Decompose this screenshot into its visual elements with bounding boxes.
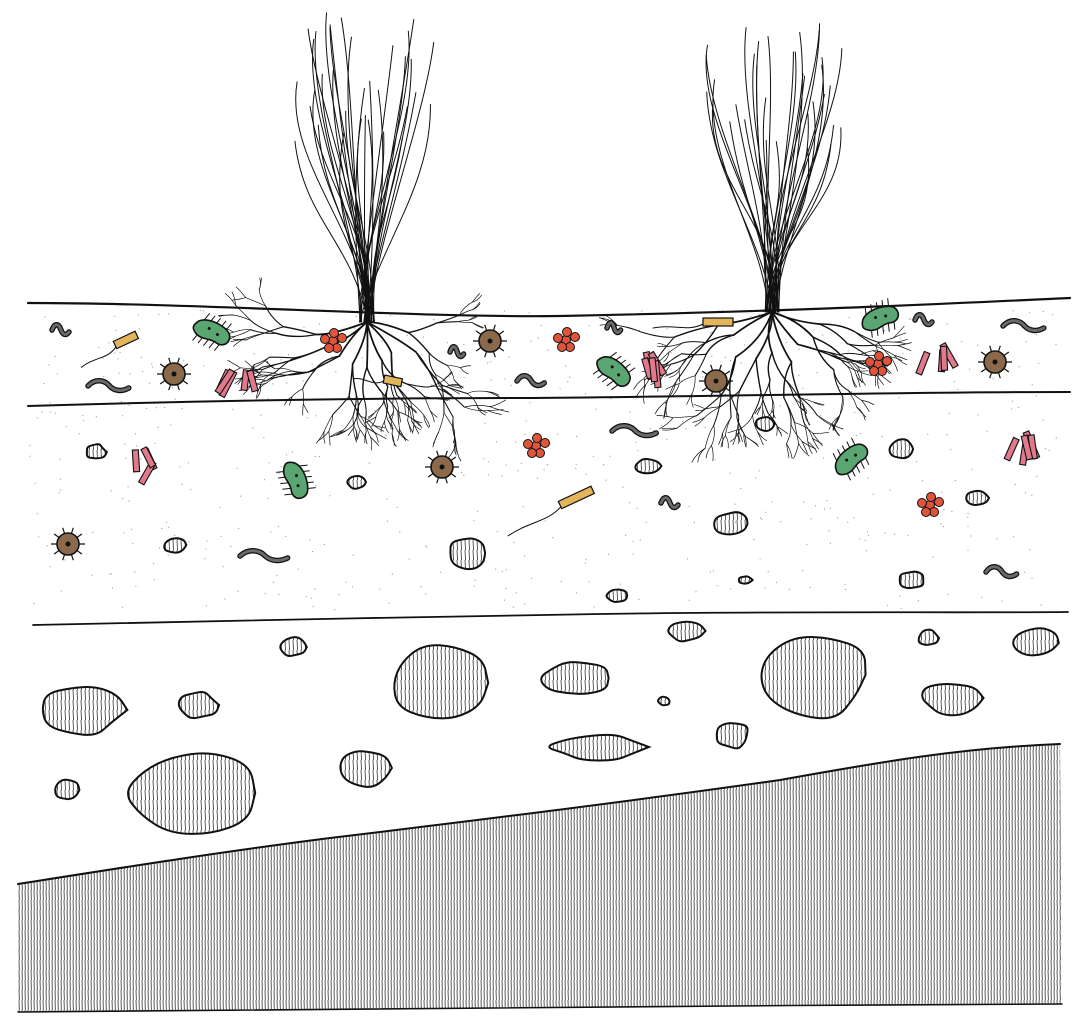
bacterium <box>188 309 236 354</box>
boulder <box>280 637 307 656</box>
pebble <box>450 538 485 569</box>
fungal-strand <box>653 318 733 328</box>
spore-cluster <box>918 493 944 517</box>
grass-tuft <box>295 13 434 322</box>
fungal-strand <box>353 369 402 389</box>
fungal-hyphae <box>132 447 157 485</box>
grass-tufts <box>295 13 842 322</box>
pebble <box>607 589 628 601</box>
boulder <box>658 697 669 705</box>
boulder <box>394 645 488 718</box>
grass-tuft <box>706 24 842 312</box>
boulder <box>340 751 392 787</box>
boulder <box>1013 628 1059 655</box>
topsoil-base-line <box>28 392 1070 406</box>
boulder <box>762 637 866 718</box>
boulder <box>179 692 219 718</box>
bacterium <box>274 456 317 503</box>
root-systems <box>218 278 911 463</box>
bacterium <box>856 297 903 340</box>
pebble <box>347 476 366 489</box>
soil-mite <box>157 358 191 390</box>
root-system <box>599 312 911 462</box>
ground-surface-line <box>28 298 1070 316</box>
pebble <box>87 444 107 458</box>
subsoil-base-line <box>33 612 1068 625</box>
spore-cluster <box>524 434 550 458</box>
bacterium <box>589 346 639 395</box>
boulder <box>717 723 748 748</box>
boulder <box>919 630 939 645</box>
boulder <box>922 684 983 715</box>
pebble <box>756 417 775 431</box>
boulder <box>128 753 255 834</box>
pebble <box>739 576 753 583</box>
boulder <box>43 687 128 735</box>
boulder <box>549 735 649 761</box>
soil-mite <box>425 451 459 483</box>
pebble <box>714 512 747 534</box>
boulder <box>541 662 608 694</box>
fungal-strand <box>504 486 595 536</box>
bacterium <box>826 435 876 484</box>
pebble <box>164 538 186 552</box>
fungal-hyphae <box>215 369 258 398</box>
boulder <box>668 622 705 642</box>
fungal-strand <box>77 331 139 367</box>
soil-stipple <box>29 310 1056 611</box>
fungal-hyphae <box>916 343 958 375</box>
spore-cluster <box>554 328 580 352</box>
pebble <box>890 439 914 458</box>
fungal-hyphae <box>1004 431 1039 465</box>
pebble <box>966 491 989 505</box>
soil-mite <box>51 528 85 560</box>
soil-mite <box>978 346 1012 378</box>
soil-mite <box>473 325 507 357</box>
spore-cluster <box>321 329 347 353</box>
soil-mite <box>699 365 733 397</box>
pebble <box>635 459 661 473</box>
boulder <box>55 780 79 799</box>
fungal-hyphae <box>642 352 667 388</box>
pebble <box>900 572 924 588</box>
